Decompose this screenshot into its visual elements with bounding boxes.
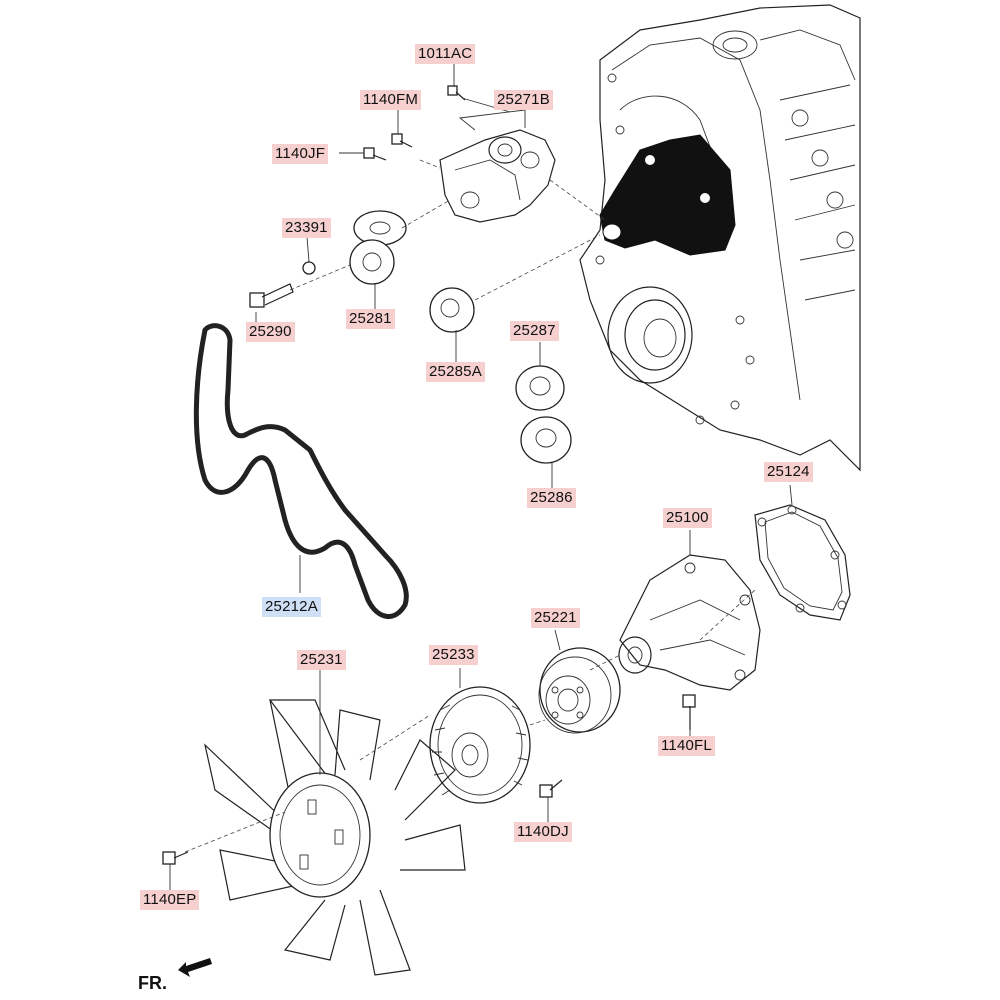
label-25212A: 25212A [262,597,321,617]
label-25290: 25290 [246,322,295,342]
fan-25231 [203,699,466,976]
label-25281: 25281 [346,309,395,329]
label-25221: 25221 [531,608,580,628]
bolt-1140JF [363,147,387,161]
label-1140FL: 1140FL [658,736,715,756]
label-25100: 25100 [663,508,712,528]
label-1011AC: 1011AC [415,44,476,64]
pulley-25281 [349,210,407,285]
leader-lines [169,63,793,890]
label-25233: 25233 [429,645,478,665]
label-1140DJ: 1140DJ [514,822,572,842]
belt-25212A [193,323,409,619]
bracket-part [439,129,556,223]
label-25271B: 25271B [494,90,553,110]
pump-pulley-25221 [538,647,621,734]
pulley-25285A [429,287,475,333]
bolt-25290 [249,283,294,308]
fan-clutch-25233 [429,686,531,804]
label-23391: 23391 [282,218,331,238]
water-pump-25100 [618,554,761,691]
washer-23391 [302,261,316,275]
label-1140FM: 1140FM [360,90,422,110]
label-25231: 25231 [297,650,346,670]
assembly-lines [184,159,756,853]
pulley-25286 [520,416,572,464]
bolt-1140EP [162,851,189,865]
label-1140EP: 1140EP [140,890,200,910]
front-direction-label: FR. [138,973,167,993]
label-1140JF: 1140JF [272,144,329,164]
label-25286: 25286 [527,488,576,508]
gasket-25124 [754,504,851,621]
label-25124: 25124 [764,462,813,482]
label-25285A: 25285A [426,362,485,382]
bolt-1140FM [391,133,413,148]
bolt-1140FL [682,694,696,730]
front-arrow-icon [178,958,212,977]
label-25287: 25287 [510,321,559,341]
bolt-1140DJ [539,779,563,798]
engine-block [579,4,861,472]
pulley-25287 [515,365,565,411]
